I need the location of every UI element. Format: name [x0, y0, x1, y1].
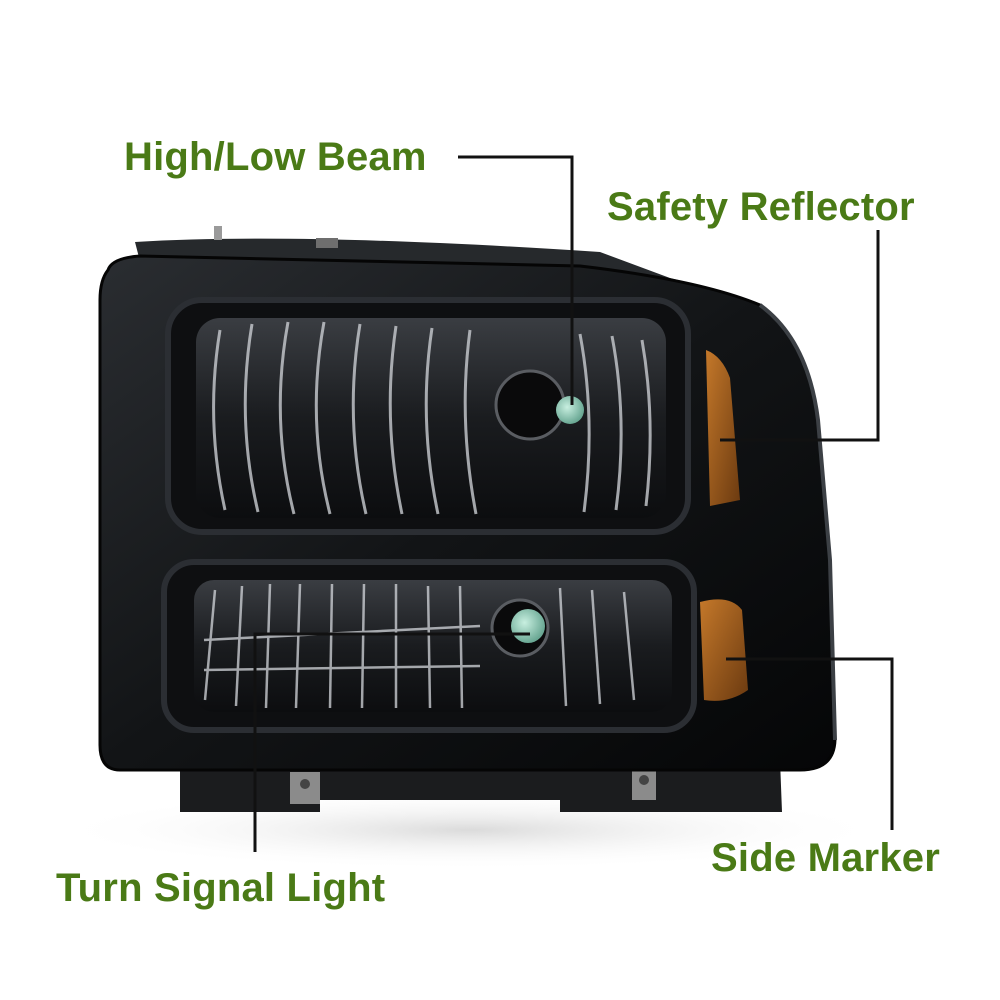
leader-safety-reflector: [720, 230, 880, 442]
side-marker-amber: [700, 599, 748, 701]
leader-side-marker: [726, 657, 894, 830]
leader-lines: [253, 155, 894, 852]
turn-signal-bulb: [511, 609, 545, 643]
high-low-beam-reflector-ridges: [212, 321, 652, 515]
turn-signal-light-label: Turn Signal Light: [56, 866, 386, 910]
high-low-beam-bulb-housing: [494, 369, 566, 441]
side-marker-label: Side Marker: [711, 836, 940, 880]
safety-reflector-amber: [706, 350, 740, 506]
high-low-beam-bulb: [556, 396, 584, 424]
mounting-bracket: [180, 760, 782, 812]
leader-turn-signal: [253, 632, 530, 852]
safety-reflector-label: Safety Reflector: [607, 185, 915, 229]
high-low-beam-label: High/Low Beam: [124, 135, 427, 179]
leader-high-low-beam: [458, 155, 574, 405]
